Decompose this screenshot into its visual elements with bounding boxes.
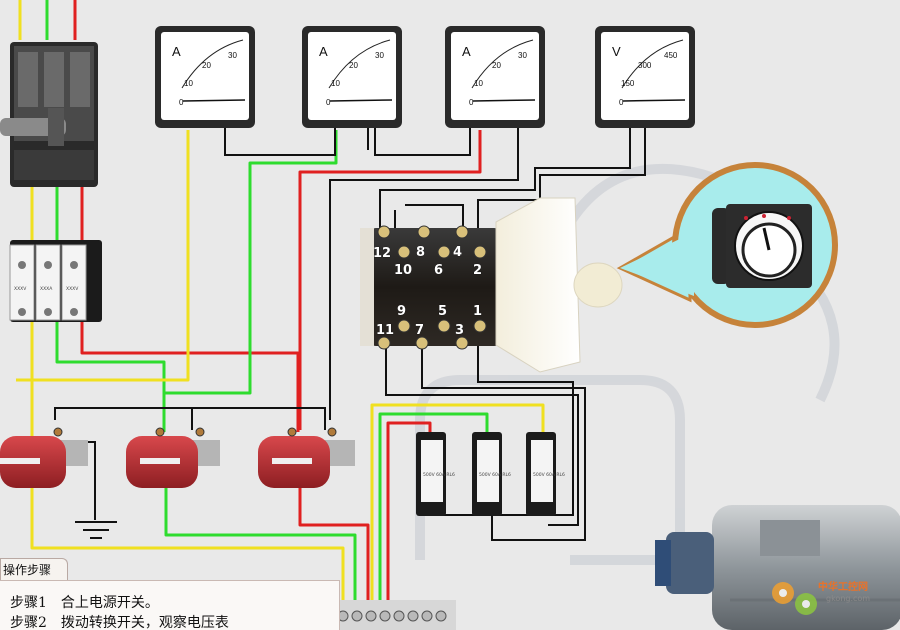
current-transformer-1 — [0, 427, 88, 488]
terminal-8: 8 — [416, 245, 425, 260]
terminal-1: 1 — [473, 304, 482, 319]
terminal-5: 5 — [438, 304, 447, 319]
ammeter-2-tick-0: 0 — [326, 98, 331, 107]
ammeter-2-tick-2: 20 — [349, 61, 358, 70]
ammeter-1-tick-0: 0 — [179, 98, 184, 107]
current-transformer-2 — [126, 427, 220, 488]
current-transformer-3 — [258, 427, 355, 488]
selector-switch[interactable]: 12 8 4 10 6 2 9 5 1 11 7 3 — [360, 197, 623, 373]
fuse-right-label-1: 500V 60A RL6 — [423, 472, 455, 478]
ammeter-2-unit: A — [319, 44, 328, 59]
ammeter-3-tick-3: 30 — [518, 51, 527, 60]
ammeter-3-tick-1: 10 — [474, 79, 483, 88]
terminal-6: 6 — [434, 263, 443, 278]
fuse-right-label-3: 500V 60A RL6 — [533, 472, 565, 478]
ammeter-2: A 0 10 20 30 — [302, 26, 402, 128]
fuse-top-label-1: XXXV — [14, 286, 27, 292]
fuse-block-right: 500V 60A RL6 500V 60A RL6 500V 60A RL6 — [416, 432, 565, 516]
wire-green-to-terminal — [164, 485, 357, 612]
voltmeter-tick-0: 0 — [619, 98, 624, 107]
wire-yellow-right — [370, 403, 545, 612]
voltmeter-tick-1: 150 — [621, 79, 635, 88]
terminal-3: 3 — [455, 323, 464, 338]
ammeter-1-tick-2: 20 — [202, 61, 211, 70]
ammeter-3-unit: A — [462, 44, 471, 59]
voltmeter-tick-3: 450 — [664, 51, 678, 60]
switch-callout — [616, 162, 838, 328]
fuse-top-label-2: XXXA — [40, 286, 53, 292]
ammeter-2-tick-1: 10 — [331, 79, 340, 88]
voltmeter-unit: V — [612, 44, 621, 59]
watermark-url: gkong.com — [826, 594, 871, 603]
ammeter-1-tick-1: 10 — [184, 79, 193, 88]
ammeter-1-unit: A — [172, 44, 181, 59]
wire-red-right — [386, 421, 432, 612]
terminal-4: 4 — [453, 245, 462, 260]
watermark-gears-icon — [772, 582, 817, 615]
ammeter-3: A 0 10 20 30 — [445, 26, 545, 128]
wire-red-l3 — [80, 320, 300, 432]
terminal-9: 9 — [397, 304, 406, 319]
terminal-7: 7 — [415, 323, 424, 338]
motor — [655, 505, 900, 630]
terminal-block — [336, 600, 456, 630]
terminal-12: 12 — [373, 246, 391, 261]
wire-green-l2 — [55, 320, 166, 432]
terminal-2: 2 — [473, 263, 482, 278]
fuse-block-top: XXXV XXXA XXXV — [9, 240, 102, 322]
ammeter-2-tick-3: 30 — [375, 51, 384, 60]
ground-symbol — [75, 521, 117, 539]
terminal-10: 10 — [394, 263, 412, 278]
wire-red-to-terminal — [298, 485, 370, 612]
wires — [16, 0, 545, 612]
voltmeter-tick-2: 300 — [638, 61, 652, 70]
terminal-11: 11 — [376, 323, 394, 338]
steps-tab[interactable]: 操作步骤 — [0, 558, 68, 580]
wire-red-to-meter3 — [298, 130, 482, 430]
step-1: 步骤1 合上电源开关。 — [10, 595, 159, 611]
fuse-top-label-3: XXXV — [66, 286, 79, 292]
voltmeter: V 0 150 300 450 — [595, 26, 695, 128]
knife-switch[interactable] — [0, 42, 98, 187]
ammeter-1-tick-3: 30 — [228, 51, 237, 60]
ammeter-1: A 0 10 20 30 — [155, 26, 255, 128]
fuse-right-label-2: 500V 60A RL6 — [479, 472, 511, 478]
ammeter-3-tick-0: 0 — [469, 98, 474, 107]
watermark-site: 中华工控网 — [818, 582, 868, 593]
wire-yellow-to-terminal — [30, 485, 345, 612]
wire-green-right — [378, 412, 489, 612]
steps-panel — [0, 580, 340, 630]
wire-yellow-to-meter1 — [16, 130, 190, 382]
dial-pointer-icon — [762, 227, 771, 251]
ammeter-3-tick-2: 20 — [492, 61, 501, 70]
step-2: 步骤2 拨动转换开关，观察电压表 — [10, 615, 229, 630]
